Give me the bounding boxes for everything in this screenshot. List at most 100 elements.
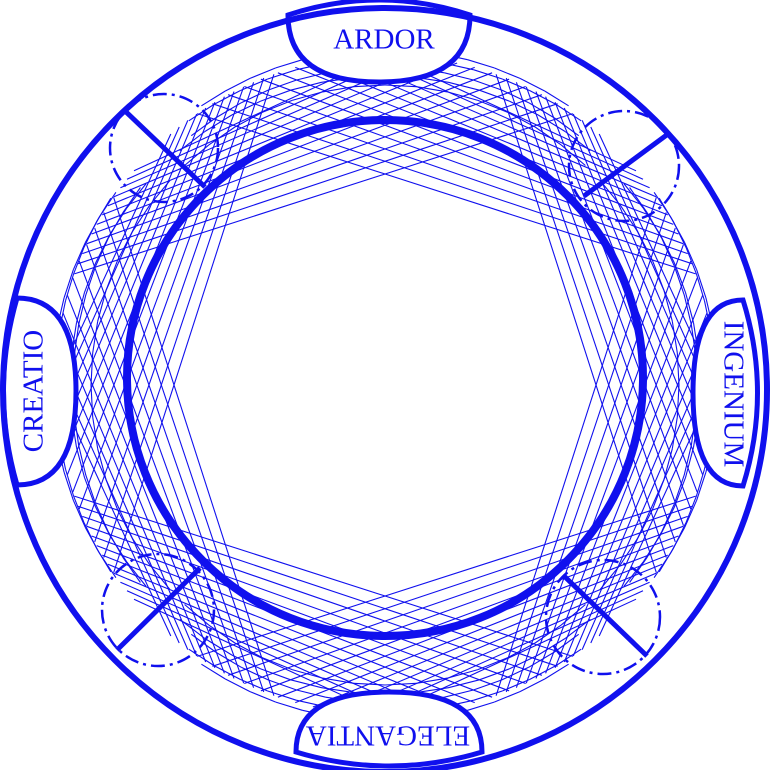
chord-line	[184, 144, 210, 166]
chord-line	[95, 238, 109, 267]
chord-line	[62, 312, 207, 663]
connector-bar-bottom-right	[561, 573, 649, 658]
chord-line	[107, 212, 124, 239]
chord-line	[515, 227, 676, 688]
chord-line	[525, 244, 685, 684]
chord-line	[83, 262, 97, 293]
chord-line	[117, 509, 133, 539]
chord-line	[215, 102, 242, 119]
chord-line	[684, 292, 695, 323]
chord-line	[63, 269, 74, 298]
label-ardor: ARDOR	[333, 24, 435, 56]
chord-line	[321, 687, 354, 693]
chord-line	[528, 102, 555, 119]
chord-line	[564, 618, 591, 639]
chord-line	[188, 648, 215, 666]
chord-line	[227, 94, 688, 255]
chord-line	[515, 82, 676, 543]
chord-line	[83, 477, 97, 508]
chord-line	[673, 522, 687, 549]
chord-line	[213, 90, 241, 105]
chord-line	[92, 417, 99, 449]
chord-line	[75, 292, 86, 323]
chord-line	[241, 666, 269, 681]
chord-line	[493, 691, 521, 703]
chord-line	[676, 384, 680, 418]
chord-line	[473, 679, 502, 691]
connector-bar-top-right	[582, 131, 670, 199]
chord-line	[529, 665, 557, 680]
chord-line	[105, 260, 119, 291]
chord-line	[384, 84, 417, 88]
chord-line	[502, 78, 531, 92]
chord-line	[260, 668, 291, 681]
chord-line	[213, 665, 241, 680]
chord-line	[73, 324, 80, 355]
chord-line	[126, 561, 147, 587]
chord-line	[467, 59, 495, 69]
chord-line	[312, 563, 663, 708]
chord-line	[555, 648, 582, 666]
chord-line	[72, 499, 86, 528]
chord-line	[646, 212, 663, 239]
chord-line	[224, 77, 251, 92]
chord-line	[416, 687, 449, 693]
chord-line	[637, 231, 653, 261]
chord-line	[663, 290, 673, 322]
chord-line	[353, 682, 386, 686]
chord-line	[685, 247, 697, 275]
chord-line	[291, 91, 323, 101]
chord-line	[661, 503, 675, 532]
chord-line	[416, 677, 448, 684]
chord-line	[477, 99, 508, 113]
chord-line	[534, 126, 562, 146]
chord-line	[105, 479, 119, 510]
chord-line	[291, 669, 323, 679]
chord-line	[563, 312, 708, 663]
chord-line	[244, 85, 684, 245]
chord-line	[673, 266, 685, 296]
chord-line	[554, 633, 580, 653]
chord-line	[447, 91, 479, 101]
chord-line	[107, 62, 458, 207]
chord-line	[684, 499, 698, 528]
chord-line	[473, 79, 502, 91]
chord-line	[629, 557, 648, 583]
chord-line	[619, 204, 639, 233]
chord-line	[519, 77, 546, 92]
chord-line	[208, 624, 236, 644]
chord-line	[149, 180, 171, 206]
chord-line	[290, 81, 322, 91]
chord-line	[651, 479, 665, 510]
chord-line	[267, 69, 297, 80]
chord-line	[676, 352, 680, 386]
label-ingenium: INGENIUM	[717, 321, 749, 468]
chord-line	[72, 96, 225, 493]
chord-line	[56, 120, 189, 422]
chord-line	[563, 107, 708, 458]
chord-line	[267, 690, 297, 701]
chord-line	[661, 238, 675, 267]
chord-line	[85, 266, 97, 296]
chord-line	[658, 197, 675, 223]
chord-line	[239, 78, 268, 92]
dashed-corner-circles	[100, 92, 681, 676]
chord-line	[295, 554, 669, 704]
chord-line	[544, 90, 569, 107]
chord-line	[673, 262, 687, 293]
chord-line	[506, 111, 536, 128]
chord-line	[260, 89, 291, 102]
chord-line	[262, 657, 293, 671]
chord-line	[268, 679, 297, 691]
chord-line	[126, 183, 147, 209]
chord-line	[86, 525, 526, 685]
chord-line	[581, 120, 714, 422]
chord-line	[197, 495, 696, 657]
chord-line	[619, 537, 639, 566]
chord-line	[208, 126, 236, 146]
chord-line	[501, 89, 529, 104]
chord-line	[599, 564, 621, 590]
chord-line	[78, 445, 87, 476]
